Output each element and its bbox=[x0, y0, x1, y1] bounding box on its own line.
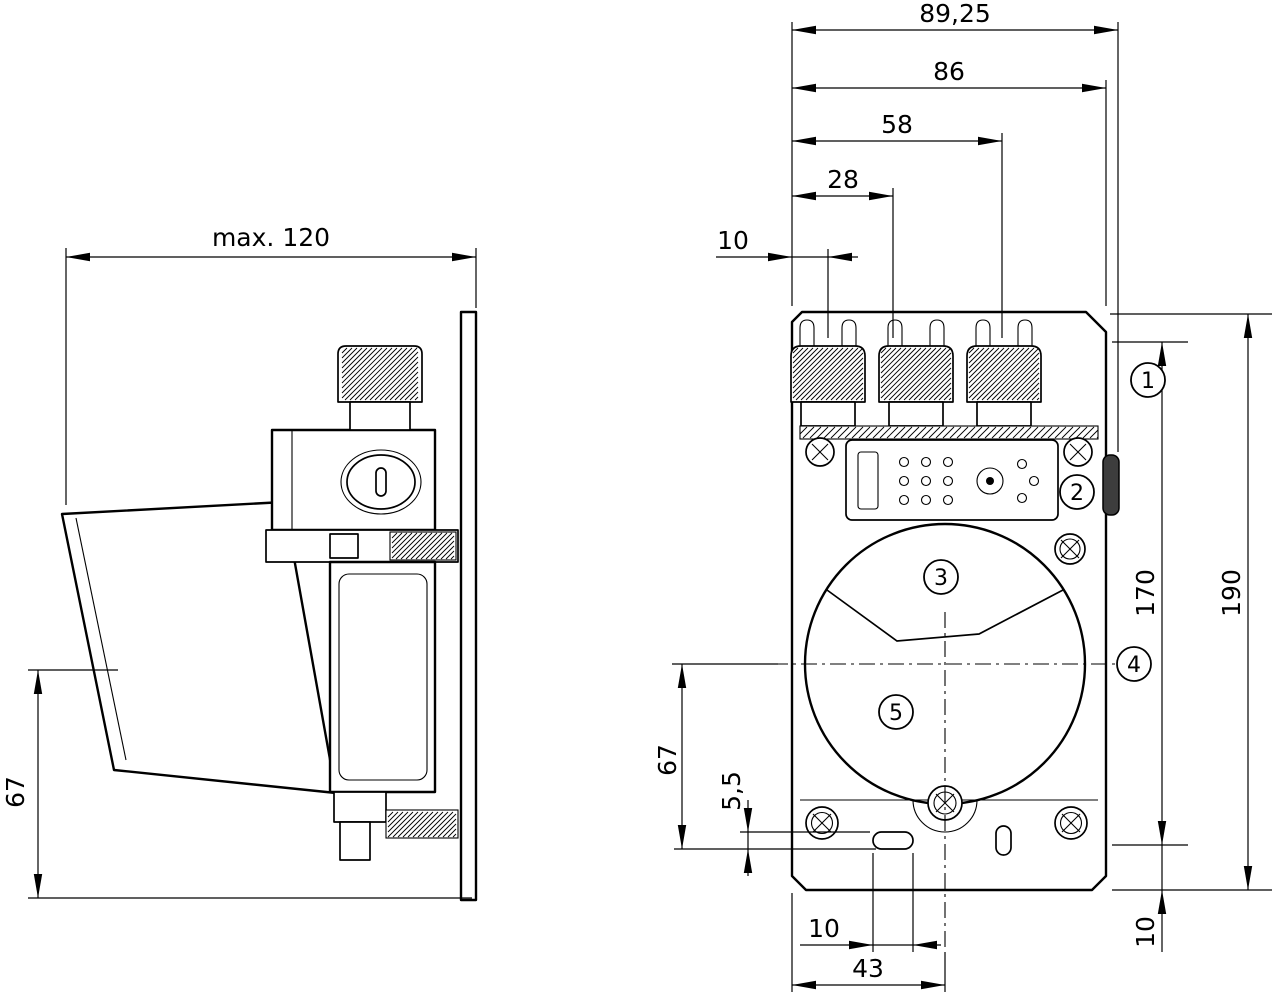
gland-posts bbox=[799, 319, 1033, 348]
screw-top-left bbox=[805, 437, 835, 467]
screw-bottom-right bbox=[1054, 806, 1088, 840]
callout-5: 5 bbox=[878, 694, 914, 730]
dim-label-10-slot: 10 bbox=[808, 914, 840, 943]
mounting-slot-vertical bbox=[995, 825, 1012, 856]
side-view bbox=[60, 310, 478, 902]
dim-label-43: 43 bbox=[852, 954, 884, 983]
dim-label-170: 170 bbox=[1131, 569, 1160, 617]
fastener-ring bbox=[340, 449, 422, 515]
gland-neck-3 bbox=[976, 401, 1032, 427]
horn-mouth-rim bbox=[75, 517, 127, 761]
dim-label-190: 190 bbox=[1217, 569, 1246, 617]
callout-4: 4 bbox=[1116, 646, 1152, 682]
bottom-foot bbox=[339, 821, 371, 861]
dim-label-10-bottom-right: 10 bbox=[1131, 916, 1160, 948]
side-connector bbox=[1102, 454, 1120, 516]
dim-label-5-5: 5,5 bbox=[717, 771, 746, 811]
mounting-slot-horizontal bbox=[872, 831, 914, 850]
dim-label-side-width: max. 120 bbox=[212, 223, 330, 252]
cable-gland-neck-side bbox=[349, 401, 411, 431]
svg-text:4: 4 bbox=[1127, 653, 1141, 678]
threaded-rod-top bbox=[389, 531, 457, 561]
callout-3: 3 bbox=[923, 559, 959, 595]
center-screw-boss bbox=[912, 799, 978, 833]
bottom-bracket bbox=[333, 791, 387, 823]
screw-bottom-left bbox=[805, 806, 839, 840]
svg-text:2: 2 bbox=[1070, 481, 1084, 506]
dim-label-side-height: 67 bbox=[1, 776, 30, 808]
callout-2: 2 bbox=[1059, 474, 1095, 510]
led-panel bbox=[845, 439, 1059, 521]
clamp-nut bbox=[329, 533, 359, 559]
potentiometer bbox=[976, 467, 1004, 495]
svg-text:3: 3 bbox=[934, 566, 948, 591]
screw-top-right bbox=[1063, 437, 1093, 467]
dim-label-28: 28 bbox=[827, 165, 859, 194]
upper-housing bbox=[270, 428, 437, 532]
label-window bbox=[857, 451, 879, 510]
dim-label-overall-width: 89,25 bbox=[919, 0, 991, 28]
svg-text:5: 5 bbox=[889, 701, 903, 726]
mounting-plate bbox=[459, 310, 478, 902]
callout-1: 1 bbox=[1130, 362, 1166, 398]
gland-neck-2 bbox=[888, 401, 944, 427]
dim-label-body-width: 86 bbox=[933, 57, 965, 86]
front-view bbox=[772, 310, 1120, 952]
lower-body bbox=[328, 560, 437, 794]
cable-gland-cap-side bbox=[337, 345, 423, 403]
lower-body-inner bbox=[338, 573, 428, 781]
dim-label-10-top: 10 bbox=[717, 226, 749, 255]
dim-label-67-front: 67 bbox=[653, 744, 682, 776]
cover-chord bbox=[826, 589, 1064, 642]
gland-neck-1 bbox=[800, 401, 856, 427]
svg-text:1: 1 bbox=[1141, 369, 1155, 394]
fastener-slot bbox=[375, 467, 387, 497]
screw-mid-right bbox=[1054, 533, 1086, 565]
horn-cone bbox=[60, 500, 338, 795]
fastener bbox=[346, 454, 416, 510]
dim-label-58: 58 bbox=[881, 110, 913, 139]
